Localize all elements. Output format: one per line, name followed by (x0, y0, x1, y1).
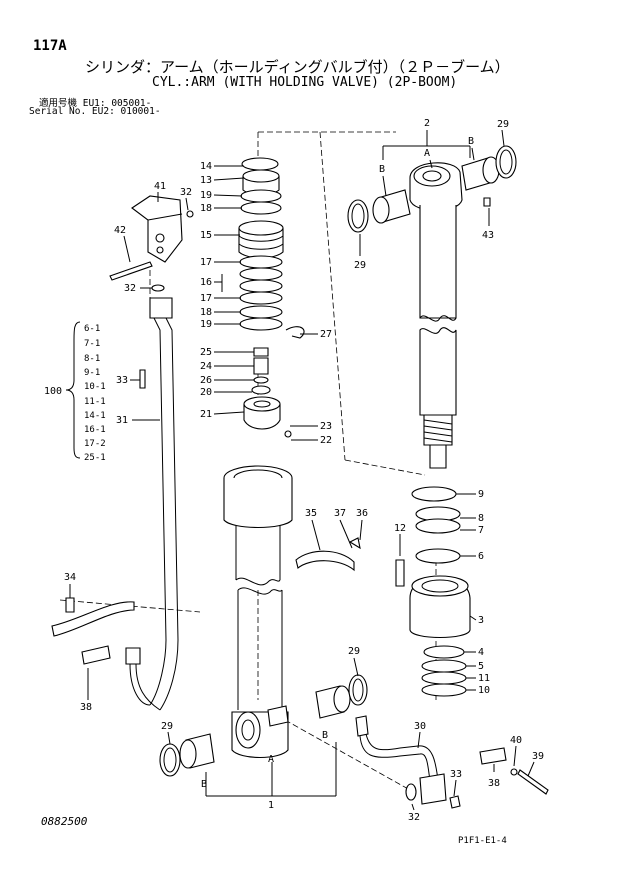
kit-item: 17-2 (84, 439, 106, 449)
callout-21: 21 (200, 409, 212, 420)
piston-seal-stack (238, 157, 305, 438)
bottom-bushings (159, 674, 368, 777)
callout-19-a: 19 (200, 190, 212, 201)
page-code: 117A (33, 38, 67, 54)
doc-number: 0882500 (41, 815, 88, 828)
title-english: CYL.:ARM (WITH HOLDING VALVE) (2P-BOOM) (152, 75, 458, 90)
callout-20: 20 (200, 387, 212, 398)
callout-34: 34 (64, 572, 76, 583)
callout-9: 9 (478, 489, 484, 500)
callout-26: 26 (200, 375, 212, 386)
callout-4: 4 (478, 647, 484, 658)
sheet-code: P1F1-E1-4 (458, 836, 507, 846)
serial-line-1: 適用号機 EU1: 005001- (39, 98, 152, 109)
callout-11: 11 (478, 673, 490, 684)
callout-41: 41 (154, 181, 166, 192)
callout-B-bottom-mid: B (322, 730, 328, 741)
title-japanese: シリンダ：アーム（ホールディングバルブ付）（２Ｐ－ブーム） (85, 58, 510, 76)
callout-39: 39 (532, 751, 544, 762)
callout-15: 15 (200, 230, 212, 241)
serial-line-2: Serial No. EU2: 010001- (29, 106, 161, 117)
cylinder-head-gland (395, 486, 471, 697)
clamps (51, 537, 361, 665)
callout-18-b: 18 (200, 307, 212, 318)
callout-27: 27 (320, 329, 332, 340)
callout-17-b: 17 (200, 293, 212, 304)
callout-33-a: 33 (116, 375, 128, 386)
callout-12: 12 (394, 523, 406, 534)
cylinder-barrel (223, 465, 293, 758)
callout-43: 43 (482, 230, 494, 241)
pipe-30 (355, 715, 549, 809)
callout-2: 2 (424, 118, 430, 129)
callout-35: 35 (305, 508, 317, 519)
kit-item: 6-1 (84, 324, 100, 334)
callout-38-a: 38 (80, 702, 92, 713)
callout-B-top-left: B (379, 164, 385, 175)
callout-13: 13 (200, 175, 212, 186)
holding-valve-block (109, 195, 194, 292)
callout-100: 100 (44, 386, 62, 397)
callout-B-top-right: B (468, 136, 474, 147)
callout-16: 16 (200, 277, 212, 288)
kit-item: 11-1 (84, 397, 106, 407)
callout-23: 23 (320, 421, 332, 432)
callout-22: 22 (320, 435, 332, 446)
kit-item: 10-1 (84, 382, 106, 392)
cylinder-rod-eye-assembly (347, 145, 517, 469)
callout-7: 7 (478, 525, 484, 536)
callout-18-a: 18 (200, 203, 212, 214)
callout-5: 5 (478, 661, 484, 672)
callout-31: 31 (116, 415, 128, 426)
kit-item: 14-1 (84, 411, 106, 421)
callout-B-bottom-left: B (201, 779, 207, 790)
callout-37: 37 (334, 508, 346, 519)
pipe-31 (125, 297, 179, 711)
callout-1: 1 (268, 800, 274, 811)
callout-10: 10 (478, 685, 490, 696)
callout-29-bottom-left: 29 (161, 721, 173, 732)
callout-42: 42 (114, 225, 126, 236)
callout-32-c: 32 (408, 812, 420, 823)
callout-30: 30 (414, 721, 426, 732)
callout-8: 8 (478, 513, 484, 524)
callout-14: 14 (200, 161, 212, 172)
callout-3: 3 (478, 615, 484, 626)
callout-40: 40 (510, 735, 522, 746)
callout-38-b: 38 (488, 778, 500, 789)
kit-item: 9-1 (84, 368, 100, 378)
callout-29-mid-left: 29 (354, 260, 366, 271)
callout-19-b: 19 (200, 319, 212, 330)
callout-A-bottom: A (268, 754, 274, 765)
callout-32-a: 32 (180, 187, 192, 198)
callout-29-top: 29 (497, 119, 509, 130)
leader-lines (69, 129, 535, 811)
callout-A-top: A (424, 148, 430, 159)
callout-24: 24 (200, 361, 212, 372)
callout-6: 6 (478, 551, 484, 562)
callout-29-mid-right: 29 (348, 646, 360, 657)
callout-labels: 2 A B B 29 43 29 14 13 19 18 15 17 16 17… (44, 118, 544, 823)
kit-100-list: 6-1 7-1 8-1 9-1 10-1 11-1 14-1 16-1 17-2… (84, 324, 106, 463)
callout-25: 25 (200, 347, 212, 358)
kit-100-bracket (65, 321, 81, 459)
callout-33-b: 33 (450, 769, 462, 780)
callout-17-a: 17 (200, 257, 212, 268)
kit-item: 25-1 (84, 453, 106, 463)
callout-32-b: 32 (124, 283, 136, 294)
kit-item: 8-1 (84, 354, 100, 364)
kit-item: 7-1 (84, 339, 100, 349)
kit-item: 16-1 (84, 425, 106, 435)
callout-36: 36 (356, 508, 368, 519)
